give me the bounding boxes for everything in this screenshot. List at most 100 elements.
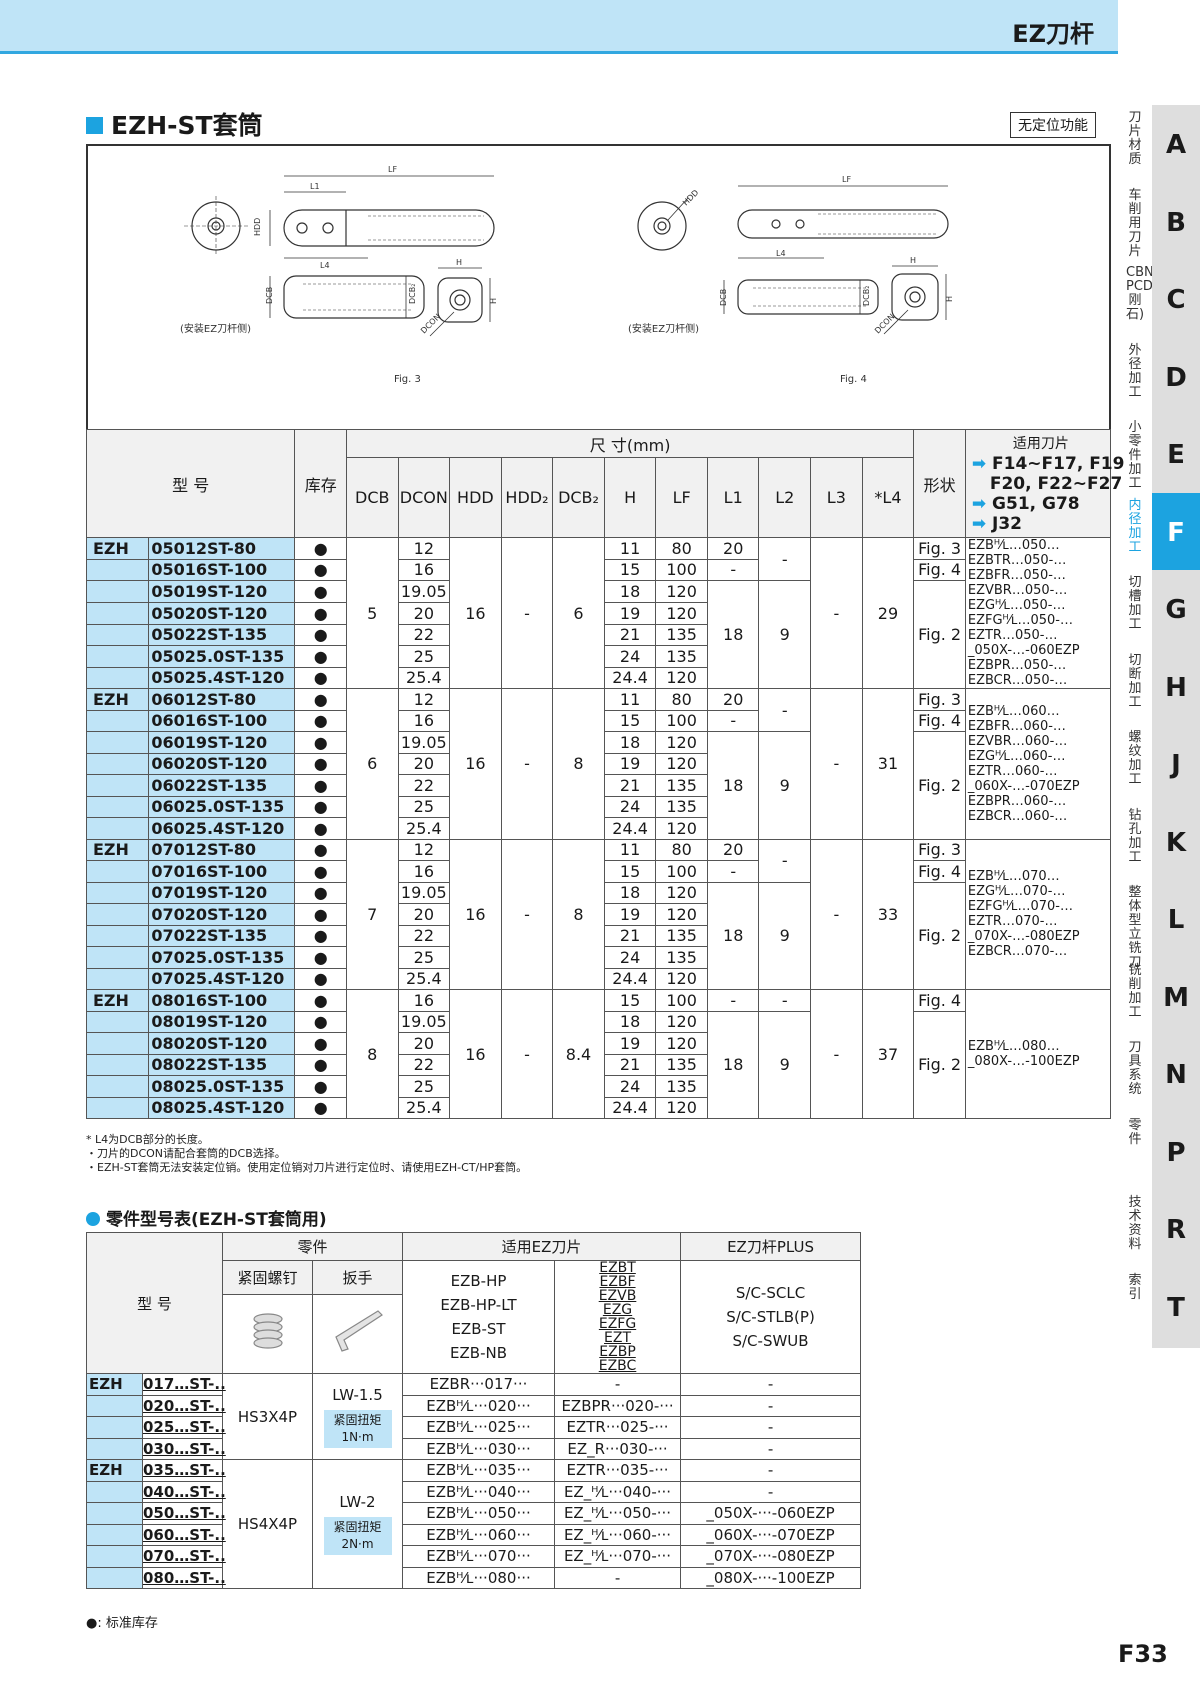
stock-dot: ●: [294, 602, 347, 625]
fig4-label: Fig. 4: [840, 374, 867, 385]
l1-value: 20: [706, 838, 760, 861]
insert-code: _070X-…-080EZP: [967, 929, 1080, 945]
insert-b: EZTR···035-···: [554, 1459, 682, 1482]
dcon-value: 16: [397, 709, 451, 732]
model-prefix: [85, 602, 150, 625]
model-number: 07025.4ST-120: [148, 967, 296, 990]
screw-icon: [252, 1313, 283, 1349]
h-value: 15: [603, 558, 657, 581]
dim-dcon-label: DCON: [419, 312, 442, 335]
model-prefix: EZH: [85, 989, 150, 1012]
model-number: 060…ST-..: [142, 1523, 226, 1546]
l1-value: -: [706, 558, 760, 581]
lf-value: 120: [655, 881, 708, 904]
side-tab-letter: B: [1152, 182, 1200, 263]
dcon-value: 16: [397, 989, 451, 1012]
model-number: 030…ST-..: [142, 1437, 226, 1460]
model-prefix: [86, 1566, 143, 1589]
model-number: 020…ST-..: [142, 1394, 226, 1417]
model-prefix: [85, 903, 150, 926]
model-number: 08016ST-100: [148, 989, 296, 1012]
l4-value: 29: [861, 537, 915, 689]
model-number: 07025.0ST-135: [148, 946, 296, 969]
insert-code: EZBFR…050-…: [967, 568, 1066, 583]
ins-b-7: EZBP: [599, 1344, 636, 1360]
lf-value: 135: [655, 1075, 708, 1098]
insert-code: EZBᴴ⁄ʟ…060…: [967, 703, 1060, 719]
dim-l4-label: L4: [320, 261, 330, 270]
dim-hdd-label: HDD: [253, 218, 262, 236]
stock-dot: ●: [294, 709, 347, 732]
side-tab-label: 刀具系统: [1128, 1040, 1142, 1097]
dim-l4-label-4: L4: [776, 249, 786, 258]
side-tab-C[interactable]: CBN PCD(金刚石)C: [1120, 260, 1200, 340]
dcon-value: 22: [397, 1053, 451, 1076]
model-prefix: [85, 924, 150, 947]
side-tab-letter: A: [1152, 105, 1200, 185]
model-prefix: [85, 1032, 150, 1055]
lf-value: 120: [655, 1032, 708, 1055]
shape-value: Fig. 3: [913, 537, 966, 560]
dim-h-label-4: H: [910, 256, 916, 265]
model-number: 05025.0ST-135: [148, 645, 296, 668]
model-prefix: [85, 623, 150, 646]
side-tab-letter: F: [1152, 492, 1200, 573]
stock-dot: ●: [294, 623, 347, 646]
model-number: 05020ST-120: [148, 602, 296, 625]
stock-dot: ●: [294, 1010, 347, 1033]
side-tab-letter: H: [1152, 647, 1200, 728]
hex-wrench-icon: [334, 1310, 383, 1352]
hdr-l2: L2: [758, 457, 812, 538]
hdr-ins1-text: F14~F17, F19: [992, 453, 1125, 474]
hdr-dcon: DCON: [397, 457, 451, 538]
ins-a-4: EZB-NB: [450, 1344, 507, 1362]
hdr-l3: L3: [810, 457, 863, 538]
h-value: 24: [603, 946, 657, 969]
dcon-value: 19.05: [397, 881, 451, 904]
stock-dot: ●: [294, 1075, 347, 1098]
h-value: 21: [603, 1053, 657, 1076]
l2-value: -: [758, 989, 812, 1012]
lf-value: 80: [655, 688, 708, 711]
plus-2: S/C-STLB(P): [726, 1308, 815, 1326]
model-prefix: EZH: [85, 537, 150, 560]
arrow-right-icon: ➡: [971, 513, 987, 534]
insert-code: EZBPR…060-…: [967, 793, 1067, 809]
insert-code: EZFGᴴ⁄ʟ…070-…: [967, 899, 1073, 915]
section-title: EZH-ST套筒: [86, 106, 263, 142]
torque-label: 紧固扭矩: [333, 1520, 382, 1534]
model-number: 08025.4ST-120: [148, 1096, 296, 1119]
shape-value: Fig. 3: [913, 688, 966, 711]
table-notes: * L4为DCB部分的长度。 ・刀片的DCON请配合套筒的DCB选择。 ・EZH…: [86, 1133, 527, 1175]
dcon-value: 16: [397, 558, 451, 581]
insert-b: EZ_ᴴ⁄ʟ···040-···: [554, 1480, 682, 1503]
model-number: 06022ST-135: [148, 774, 296, 797]
model-number: 06025.0ST-135: [148, 795, 296, 818]
note-3: ・EZH-ST套筒无法安装定位销。使用定位销对刀片进行定位时、请使用EZH-CT…: [86, 1161, 528, 1174]
